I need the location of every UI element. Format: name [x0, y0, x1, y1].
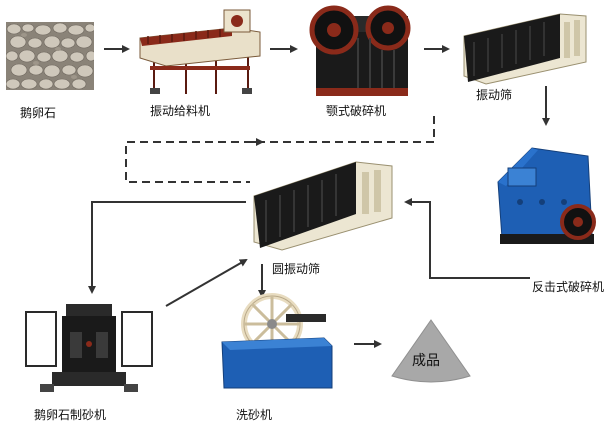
arrow-screen-sandmaker: [88, 201, 246, 294]
dashed-loop: [125, 116, 435, 183]
sand-maker-image: [25, 304, 153, 392]
label-jaw-crusher: 颚式破碎机: [326, 104, 387, 118]
vibrating-screen-image: [463, 13, 587, 85]
circular-screen-image: [253, 161, 393, 251]
arrow-impact-screen: [404, 198, 530, 279]
sand-washer-image: [221, 293, 333, 389]
label-product: 成品: [412, 353, 440, 369]
product-pile: [391, 319, 471, 383]
label-pebbles: 鹅卵石: [20, 106, 57, 120]
impact-crusher-image: [497, 147, 596, 244]
pebbles-image: [6, 22, 94, 90]
jaw-crusher-image: [309, 5, 411, 96]
arrow-sandmaker-screen: [165, 259, 248, 307]
label-impact-crusher: 反击式破碎机: [532, 280, 605, 294]
label-vibrating-screen: 振动筛: [476, 88, 513, 102]
vibrating-feeder-image: [139, 9, 261, 94]
label-sand-washer: 洗砂机: [236, 408, 273, 422]
label-sand-maker: 鹅卵石制砂机: [34, 408, 107, 422]
label-circular-screen: 圆振动筛: [272, 262, 321, 276]
label-vibrating-feeder: 振动给料机: [150, 104, 211, 118]
